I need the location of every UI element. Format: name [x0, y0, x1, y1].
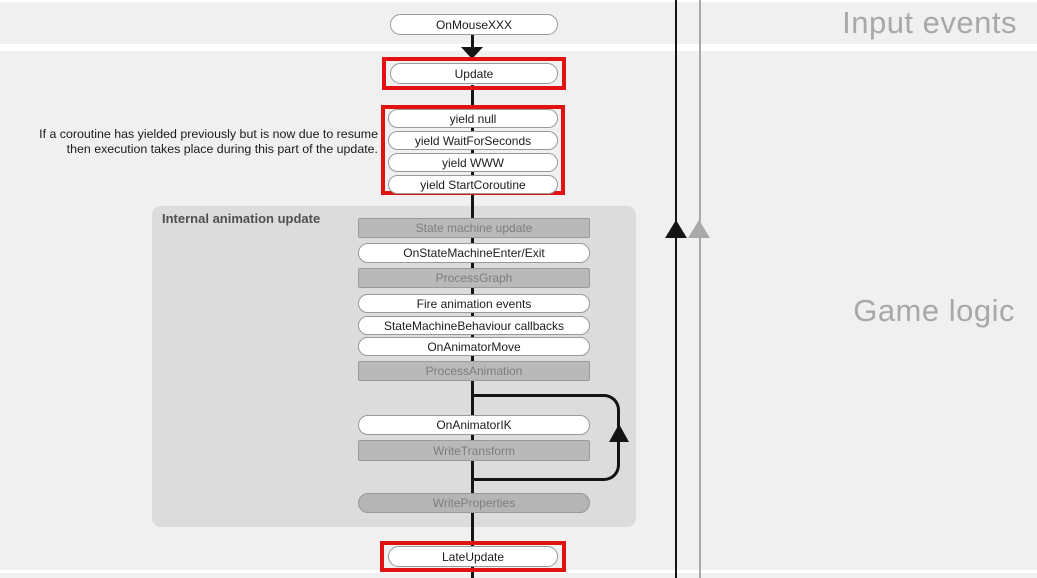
game-logic-label: Game logic [853, 293, 1015, 328]
node-yield-startcoroutine: yield StartCoroutine [388, 175, 558, 194]
node-onanimatorik: OnAnimatorIK [358, 415, 590, 435]
node-state-machine-update: State machine update [358, 218, 590, 238]
coroutine-note: If a coroutine has yielded previously bu… [39, 127, 378, 156]
node-yield-null: yield null [388, 109, 558, 128]
down-arrow-stem [471, 33, 474, 49]
frame-loop-line-gray [699, 0, 701, 578]
node-onmousexxx: OnMouseXXX [390, 14, 558, 35]
node-update: Update [390, 63, 558, 84]
node-statemachinebehaviour-callbacks: StateMachineBehaviour callbacks [358, 316, 590, 335]
node-yield-www: yield WWW [388, 153, 558, 172]
input-events-label: Input events [842, 5, 1017, 40]
node-writeproperties: WriteProperties [358, 493, 590, 513]
node-onanimatormove: OnAnimatorMove [358, 337, 590, 356]
up-arrow-black-icon [665, 220, 687, 238]
update-highlight-frame [382, 57, 566, 90]
node-yield-waitforseconds: yield WaitForSeconds [388, 131, 558, 150]
frame-loop-line-black [675, 0, 677, 578]
lateupdate-highlight-frame [380, 541, 566, 572]
node-writetransform: WriteTransform [358, 440, 590, 461]
node-processgraph: ProcessGraph [358, 268, 590, 288]
internal-animation-update-title: Internal animation update [162, 211, 321, 226]
node-onstatemachineenterexit: OnStateMachineEnter/Exit [358, 243, 590, 263]
up-arrow-gray-icon [688, 220, 710, 238]
next-section-band [0, 573, 1037, 578]
down-arrow-icon [461, 47, 483, 59]
node-lateupdate: LateUpdate [388, 546, 558, 567]
loop-up-arrow-icon [609, 424, 629, 442]
node-fire-animation-events: Fire animation events [358, 294, 590, 313]
animation-loop-path [473, 394, 620, 481]
node-processanimation: ProcessAnimation [358, 361, 590, 381]
